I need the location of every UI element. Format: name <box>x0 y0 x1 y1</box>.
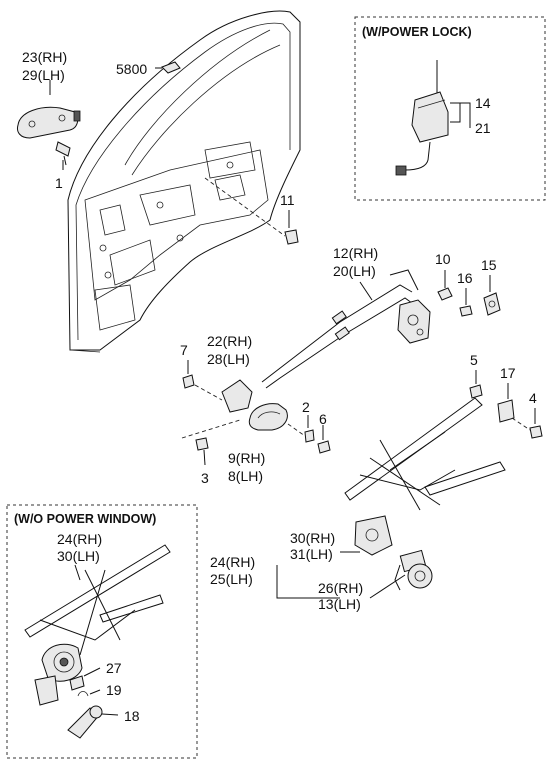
lock-rods <box>261 269 419 389</box>
label-5800: 5800 <box>116 61 147 77</box>
manual-regulator <box>24 544 171 706</box>
window-motor <box>394 549 433 591</box>
power-lock-title: (W/POWER LOCK) <box>362 25 472 39</box>
label-6: 6 <box>319 411 327 427</box>
power-window-regulator <box>344 397 506 556</box>
bolt-part-1 <box>55 141 71 166</box>
screw-part-2 <box>304 415 315 443</box>
dash-link-2 <box>287 423 306 437</box>
dash-link-11 <box>204 177 286 237</box>
label-24-rh: 24(RH) <box>210 554 255 570</box>
label-5: 5 <box>470 352 478 368</box>
no-power-window-title: (W/O POWER WINDOW) <box>14 512 156 526</box>
label-12: 12(RH) <box>333 245 378 261</box>
power-lock-panel <box>354 16 546 201</box>
cap-5800 <box>161 61 181 74</box>
label-29: 29(LH) <box>22 67 65 83</box>
label-11: 11 <box>280 192 295 208</box>
label-19: 19 <box>106 682 122 698</box>
label-27: 27 <box>106 660 122 676</box>
label-25: 25(LH) <box>210 571 253 587</box>
label-10: 10 <box>435 251 451 267</box>
label-21: 21 <box>475 120 491 136</box>
label-13: 13(LH) <box>318 596 361 612</box>
label-9: 9(RH) <box>228 450 265 466</box>
inside-handle <box>221 379 288 431</box>
screw-part-16 <box>459 288 473 317</box>
bolt-part-4 <box>529 408 543 439</box>
label-18: 18 <box>124 708 140 724</box>
label-3: 3 <box>201 470 209 486</box>
cap-part-27 <box>69 667 101 691</box>
label-1: 1 <box>55 175 63 191</box>
dash-link-7 <box>194 384 223 401</box>
label-17: 17 <box>500 365 516 381</box>
label-20: 20(LH) <box>333 263 376 279</box>
leader-14-21 <box>450 102 471 128</box>
label-15: 15 <box>481 257 497 273</box>
label-w30: 30(LH) <box>57 548 100 564</box>
label-8: 8(LH) <box>228 468 263 484</box>
lock-actuator <box>395 60 461 176</box>
clip-part-7 <box>182 360 195 389</box>
clip-part-19 <box>77 689 101 697</box>
screw-part-3 <box>195 437 209 466</box>
bracket-part-17 <box>497 383 515 423</box>
dash-link-3 <box>181 419 241 439</box>
label-22: 22(RH) <box>207 333 252 349</box>
door-latch <box>397 299 431 344</box>
label-2: 2 <box>302 399 310 415</box>
label-7: 7 <box>180 342 188 358</box>
label-30-rh: 30(RH) <box>290 530 335 546</box>
label-31: 31(LH) <box>290 546 333 562</box>
label-28: 28(LH) <box>207 351 250 367</box>
label-4: 4 <box>529 390 537 406</box>
clip-part-11 <box>284 210 299 245</box>
cap-part-6 <box>317 425 331 454</box>
door-panel <box>67 10 301 353</box>
label-23: 23(RH) <box>22 49 67 65</box>
striker-part-15 <box>483 275 501 316</box>
label-16: 16 <box>457 270 473 286</box>
label-14: 14 <box>475 95 491 111</box>
label-26: 26(RH) <box>318 580 363 596</box>
part-5 <box>469 370 483 399</box>
crank-handle-part-18 <box>67 705 119 739</box>
leader-26-13 <box>369 574 406 599</box>
leader-w24 <box>74 564 81 581</box>
outside-handle <box>17 106 81 139</box>
dash-link-4 <box>511 417 531 431</box>
label-w24: 24(RH) <box>57 531 102 547</box>
bolt-part-10 <box>437 270 453 301</box>
